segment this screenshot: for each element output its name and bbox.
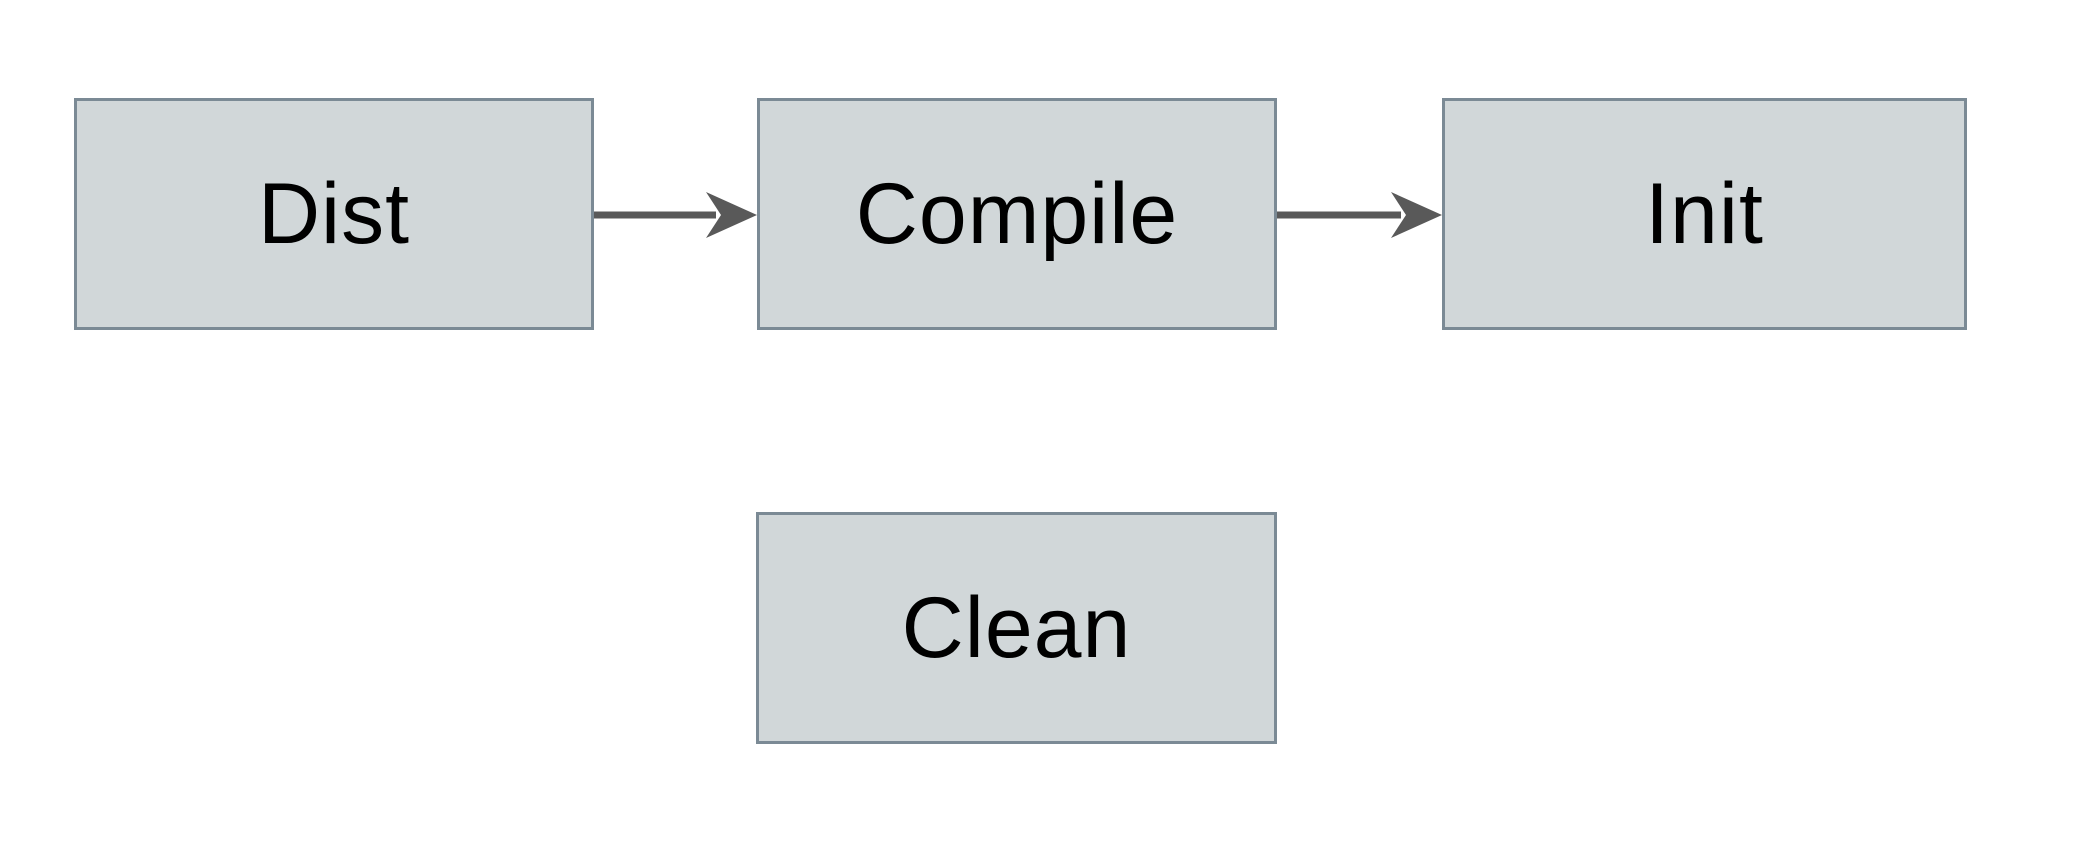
node-dist-label: Dist: [257, 165, 411, 262]
node-clean-label: Clean: [901, 579, 1132, 676]
arrowhead-icon: [1391, 192, 1442, 238]
edge-compile-to-init-arrow[interactable]: [1277, 185, 1442, 245]
edge-dist-to-compile-arrow[interactable]: [594, 185, 757, 245]
node-compile-label: Compile: [855, 165, 1179, 262]
arrow-shaft: [594, 211, 716, 219]
node-init[interactable]: Init: [1442, 98, 1967, 330]
node-clean[interactable]: Clean: [756, 512, 1277, 744]
arrow-shaft: [1277, 211, 1401, 219]
node-init-label: Init: [1645, 165, 1764, 262]
node-compile[interactable]: Compile: [757, 98, 1277, 330]
node-dist[interactable]: Dist: [74, 98, 594, 330]
arrowhead-icon: [706, 192, 757, 238]
